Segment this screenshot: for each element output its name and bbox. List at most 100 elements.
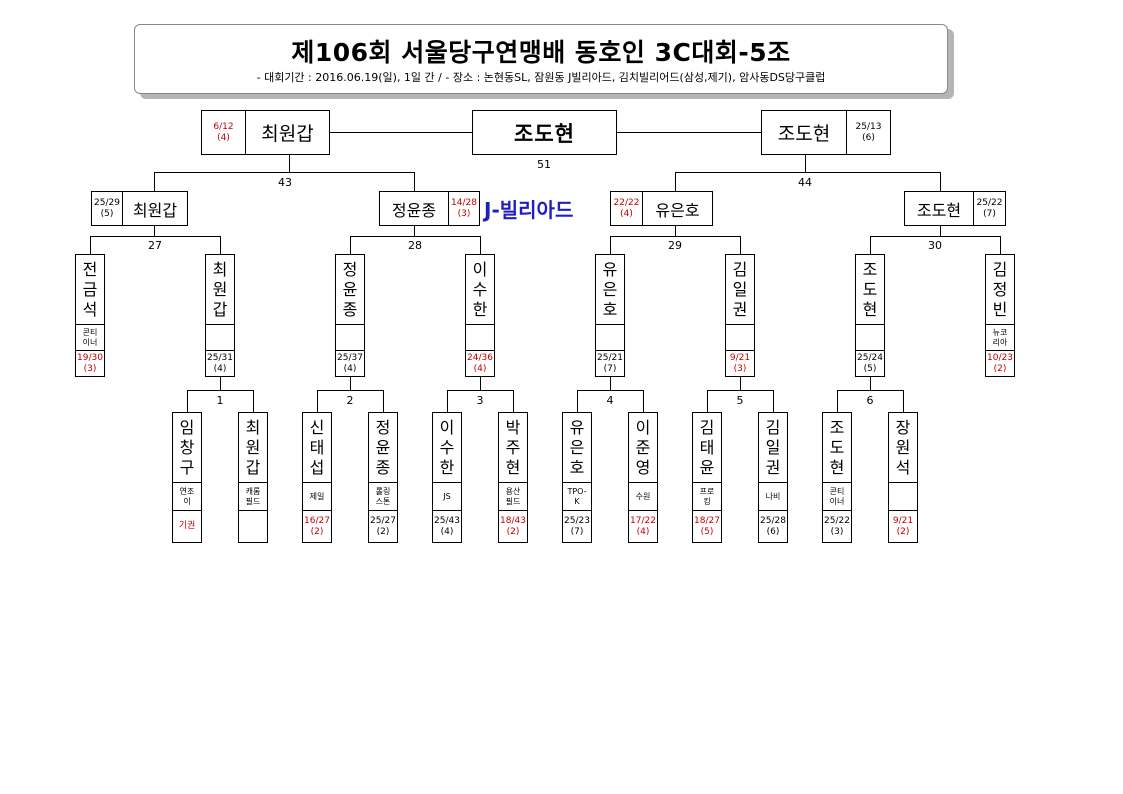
name-char: 도 xyxy=(829,437,845,457)
name-char: 은 xyxy=(602,279,618,299)
name-char: 최 xyxy=(212,259,228,279)
player-club xyxy=(855,325,885,351)
player-club xyxy=(335,325,365,351)
club-line: 콘티 xyxy=(82,327,98,337)
name-char: 일 xyxy=(732,279,748,299)
name-char: 태 xyxy=(699,437,715,457)
player-score: 25/24(5) xyxy=(855,351,885,377)
name-char: 조 xyxy=(829,417,845,437)
player-club: 수원 xyxy=(628,483,658,511)
player-club xyxy=(725,325,755,351)
player-score: 25/31(4) xyxy=(205,351,235,377)
club-line: 스톤 xyxy=(375,496,391,506)
player-club: 나비 xyxy=(758,483,788,511)
club-line: 제일 xyxy=(309,491,325,501)
club-line: 연조 xyxy=(179,486,195,496)
name-char: 종 xyxy=(342,299,358,319)
name-char: 주 xyxy=(505,437,521,457)
final-left-player: 최원갑 xyxy=(245,110,330,155)
innings-value: (4) xyxy=(343,363,357,374)
name-char: 섭 xyxy=(309,457,325,477)
name-char: 한 xyxy=(472,299,488,319)
semi-score: 14/28 (3) xyxy=(448,191,480,226)
name-char: 호 xyxy=(569,457,585,477)
name-char: 호 xyxy=(602,299,618,319)
match-number: 29 xyxy=(668,239,682,252)
score-value: 6/12 xyxy=(213,121,234,132)
club-line: TPO- xyxy=(567,486,587,496)
semi-score: 25/29 (5) xyxy=(91,191,123,226)
innings-value: (5) xyxy=(700,526,714,537)
innings-value: (2) xyxy=(376,526,390,537)
score-value: 25/22 xyxy=(824,515,850,526)
match-number: 4 xyxy=(606,394,614,407)
player-score: 17/22(4) xyxy=(628,511,658,543)
club-line: 이 xyxy=(183,496,191,506)
score-value: 18/43 xyxy=(500,515,526,526)
player-club xyxy=(205,325,235,351)
player-score: 기권 xyxy=(172,511,202,543)
name-char: 최 xyxy=(245,417,261,437)
name-char: 일 xyxy=(765,437,781,457)
score-value: 25/13 xyxy=(855,121,882,132)
innings-value: (2) xyxy=(506,526,520,537)
name-char: 갑 xyxy=(245,457,261,477)
name-char: 유 xyxy=(569,417,585,437)
player-club xyxy=(465,325,495,351)
name-char: 윤 xyxy=(699,457,715,477)
innings-value: (3) xyxy=(457,208,471,219)
name-char: 김 xyxy=(699,417,715,437)
club-line: 나비 xyxy=(765,491,781,501)
score-value: 14/28 xyxy=(451,197,477,208)
name-char: 태 xyxy=(309,437,325,457)
name-char: 정 xyxy=(375,417,391,437)
player-score: 18/43(2) xyxy=(498,511,528,543)
club-line: 롤링 xyxy=(375,486,391,496)
innings-value: (4) xyxy=(636,526,650,537)
innings-value: (3) xyxy=(83,363,97,374)
score-value: 18/27 xyxy=(694,515,720,526)
name-char: 원 xyxy=(212,279,228,299)
match-number: 6 xyxy=(866,394,874,407)
name-char: 윤 xyxy=(342,279,358,299)
player-score: 25/23(7) xyxy=(562,511,592,543)
club-line: K xyxy=(574,496,580,506)
name-char: 원 xyxy=(245,437,261,457)
match-number: 30 xyxy=(928,239,942,252)
player-score: 25/28(6) xyxy=(758,511,788,543)
club-line: 리아 xyxy=(992,337,1008,347)
score-value: 25/37 xyxy=(337,352,363,363)
name-char: 이 xyxy=(635,417,651,437)
name-char: 김 xyxy=(765,417,781,437)
venue-label: J-빌리아드 xyxy=(484,198,574,222)
name-char: 전 xyxy=(82,259,98,279)
name-char: 도 xyxy=(862,279,878,299)
player-score: 25/27(2) xyxy=(368,511,398,543)
player-score: 19/30(3) xyxy=(75,351,105,377)
match-number: 43 xyxy=(278,176,292,189)
player-club: TPO-K xyxy=(562,483,592,511)
final-right-score: 25/13 (6) xyxy=(846,110,891,155)
score-value: 25/23 xyxy=(564,515,590,526)
name-char: 금 xyxy=(82,279,98,299)
page-title: 제106회 서울당구연맹배 동호인 3C대회-5조 xyxy=(291,38,791,67)
name-char: 수 xyxy=(439,437,455,457)
name-char: 유 xyxy=(602,259,618,279)
name-char: 신 xyxy=(309,417,325,437)
name-char: 임 xyxy=(179,417,195,437)
club-line: 이너 xyxy=(829,496,845,506)
name-char: 원 xyxy=(895,437,911,457)
name-char: 박 xyxy=(505,417,521,437)
